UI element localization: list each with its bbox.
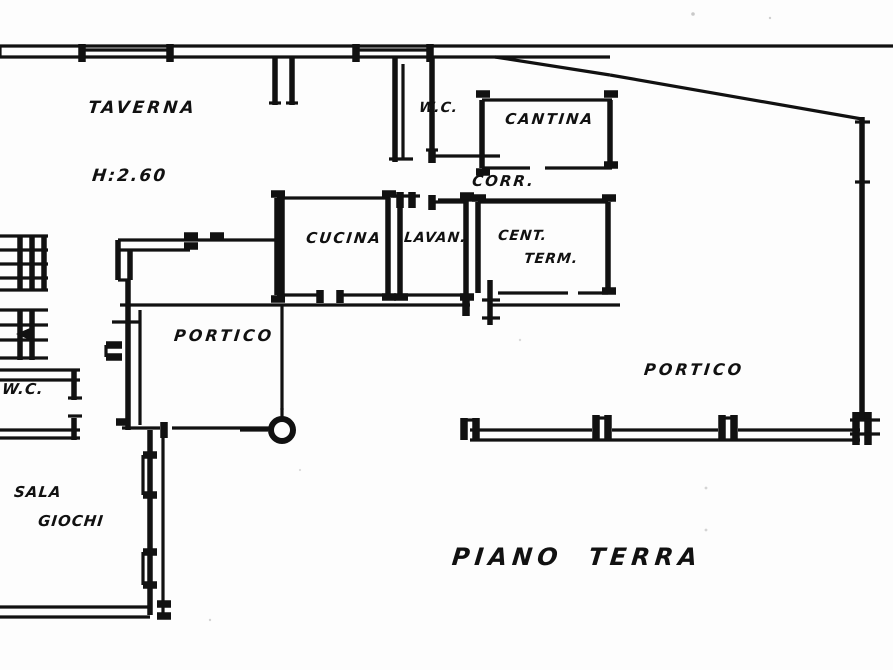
room-label-portico-right: PORTICO — [643, 360, 746, 379]
mid-horizontal-wall — [120, 300, 620, 316]
room-label-cucina: CUCINA — [305, 229, 383, 247]
left-edge-structures — [0, 234, 82, 440]
circular-column-marker — [268, 416, 296, 444]
room-label-corridoio: CORR. — [471, 172, 536, 190]
top-exterior-wall — [0, 44, 893, 62]
room-cucina — [271, 190, 396, 303]
room-label-taverna: TAVERNA — [87, 98, 198, 118]
room-wc-upper — [389, 57, 500, 163]
portico-right-walls — [460, 180, 880, 445]
scan-artifacts — [208, 12, 772, 622]
room-label-centrale-termica-line2: TERM. — [523, 251, 580, 267]
diagonal-roof-edge — [494, 55, 870, 180]
room-label-cantina: CANTINA — [504, 110, 596, 128]
room-label-portico-left: PORTICO — [173, 326, 276, 345]
room-lavanderia — [394, 192, 474, 301]
room-cantina — [476, 90, 618, 176]
room-label-wc-upper: W.C. — [418, 100, 460, 116]
room-label-sala-giochi-line2: GIOCHI — [37, 512, 105, 530]
room-label-centrale-termica-line1: CENT. — [497, 228, 548, 244]
drawing-title-word1: PIANO — [450, 543, 565, 571]
drawing-title-word2: TERRA — [587, 543, 704, 571]
height-annotation: H:2.60 — [91, 166, 169, 186]
drawing-title: PIANO TERRA — [450, 543, 704, 571]
taverna-wall-stubs — [269, 57, 298, 105]
room-label-wc-left: W.C. — [1, 380, 45, 398]
lower-left-vertical-wall — [0, 430, 171, 620]
room-label-sala-giochi-line1: SALA — [13, 483, 63, 501]
room-label-lavanderia: LAVAN. — [403, 230, 468, 246]
room-centrale-termica — [472, 194, 616, 325]
